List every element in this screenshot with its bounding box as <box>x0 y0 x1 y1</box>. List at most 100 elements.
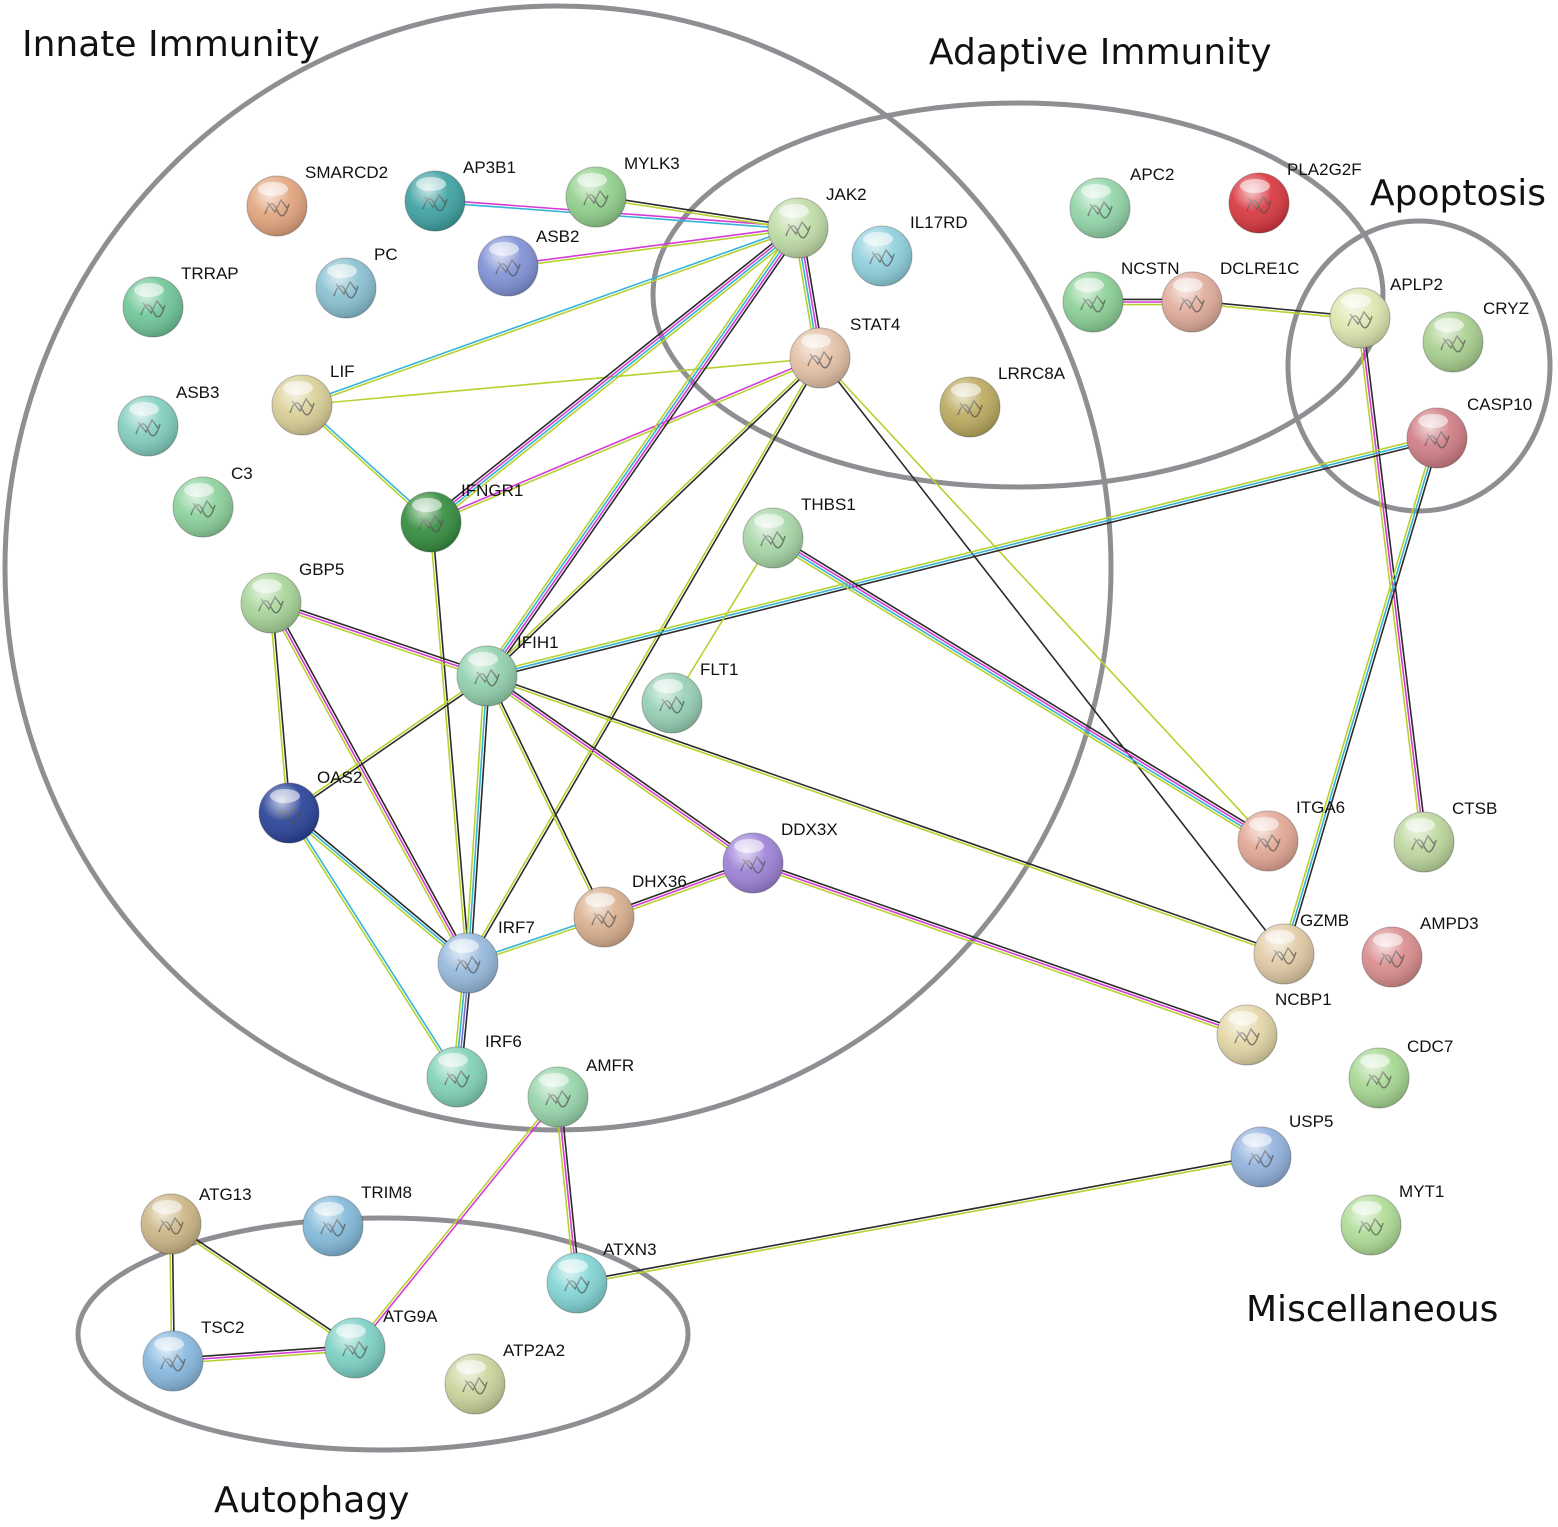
edge-strand <box>489 229 803 680</box>
cluster-label-adaptive: Adaptive Immunity <box>929 32 1272 73</box>
node-irf7[interactable]: IRF7 <box>437 918 535 994</box>
node-smarcd2[interactable]: SMARCD2 <box>246 163 388 237</box>
node-usp5[interactable]: USP5 <box>1230 1112 1333 1188</box>
sphere-highlight <box>1405 818 1435 832</box>
edge-MYLK3-JAK2 <box>595 194 799 231</box>
sphere-highlight <box>558 1259 588 1273</box>
node-ifngr1[interactable]: IFNGR1 <box>400 481 523 553</box>
sphere-highlight <box>412 498 442 512</box>
node-label: LRRC8A <box>998 364 1066 383</box>
edge-strand <box>487 674 606 918</box>
node-irf6[interactable]: IRF6 <box>426 1032 522 1108</box>
cluster-ring-adaptive <box>650 100 1386 490</box>
node-c3[interactable]: C3 <box>172 464 253 538</box>
edge-GBP5-OAS2 <box>268 602 292 814</box>
node-label: STAT4 <box>850 315 900 334</box>
node-trrap[interactable]: TRRAP <box>122 264 239 338</box>
sphere-highlight <box>336 1324 366 1338</box>
edge-IFIH1-DDX3X <box>484 673 756 866</box>
sphere-highlight <box>1074 278 1104 292</box>
node-gzmb[interactable]: GZMB <box>1253 911 1349 985</box>
node-atp2a2[interactable]: ATP2A2 <box>444 1341 565 1415</box>
node-jak2[interactable]: JAK2 <box>767 185 867 259</box>
edge-strand <box>487 227 800 678</box>
edge-IFIH1-DHX36 <box>485 674 606 919</box>
edge-strand <box>469 675 491 964</box>
node-amfr[interactable]: AMFR <box>527 1056 634 1128</box>
interaction-edges <box>168 194 1441 1365</box>
edge-strand <box>289 811 459 1078</box>
edge-IFNGR1-IRF7 <box>428 521 471 964</box>
sphere-highlight <box>314 1202 344 1216</box>
node-ifih1[interactable]: IFIH1 <box>456 633 559 707</box>
node-label: C3 <box>231 464 253 483</box>
edge-strand <box>770 540 1267 846</box>
node-lrrc8a[interactable]: LRRC8A <box>939 364 1066 438</box>
node-ampd3[interactable]: AMPD3 <box>1361 914 1479 988</box>
sphere-highlight <box>585 893 615 907</box>
node-atg9a[interactable]: ATG9A <box>324 1307 438 1379</box>
sphere-highlight <box>1352 1201 1382 1215</box>
edge-strand <box>466 356 820 964</box>
node-ctsb[interactable]: CTSB <box>1393 799 1497 873</box>
node-aplp2[interactable]: APLP2 <box>1329 275 1443 349</box>
node-asb2[interactable]: ASB2 <box>477 227 579 297</box>
node-ncbp1[interactable]: NCBP1 <box>1216 990 1332 1066</box>
node-mylk3[interactable]: MYLK3 <box>565 154 680 228</box>
edge-THBS1-FLT1 <box>671 537 774 704</box>
edge-strand <box>486 673 1286 954</box>
edge-strand <box>554 1096 576 1285</box>
node-cdc7[interactable]: CDC7 <box>1348 1037 1453 1109</box>
sphere-highlight <box>1373 933 1403 947</box>
node-cryz[interactable]: CRYZ <box>1422 299 1529 373</box>
edge-STAT4-IFIH1 <box>485 356 822 678</box>
node-label: USP5 <box>1289 1112 1333 1131</box>
node-flt1[interactable]: FLT1 <box>641 660 738 734</box>
edge-LIF-STAT4 <box>301 357 821 406</box>
node-atg13[interactable]: ATG13 <box>140 1185 252 1255</box>
node-lif[interactable]: LIF <box>271 362 355 436</box>
edge-strand <box>1356 317 1423 844</box>
node-label: APLP2 <box>1390 275 1443 294</box>
node-atxn3[interactable]: ATXN3 <box>546 1240 657 1314</box>
node-gbp5[interactable]: GBP5 <box>240 560 344 634</box>
edge-strand <box>485 226 798 677</box>
edge-strand <box>485 675 604 919</box>
node-myt1[interactable]: MYT1 <box>1340 1182 1444 1256</box>
sphere-highlight <box>438 1053 468 1067</box>
edge-STAT4-ITGA6 <box>819 357 1269 842</box>
node-label: MYT1 <box>1399 1182 1444 1201</box>
node-ap3b1[interactable]: AP3B1 <box>404 158 516 232</box>
node-label: APC2 <box>1130 165 1174 184</box>
edge-strand <box>507 228 799 269</box>
node-ddx3x[interactable]: DDX3X <box>722 820 838 894</box>
edge-strand <box>267 603 467 966</box>
node-asb3[interactable]: ASB3 <box>117 383 219 457</box>
node-il17rd[interactable]: IL17RD <box>851 213 968 287</box>
node-thbs1[interactable]: THBS1 <box>742 495 856 569</box>
node-stat4[interactable]: STAT4 <box>789 315 900 389</box>
node-dclre1c[interactable]: DCLRE1C <box>1161 259 1299 333</box>
edge-IFIH1-GZMB <box>485 673 1286 957</box>
sphere-highlight <box>1249 817 1279 831</box>
edge-AMFR-ATXN3 <box>554 1095 581 1285</box>
sphere-highlight <box>539 1073 569 1087</box>
node-ncstn[interactable]: NCSTN <box>1062 259 1180 333</box>
node-pc[interactable]: PC <box>315 245 398 319</box>
node-itga6[interactable]: ITGA6 <box>1237 798 1345 872</box>
edge-strand <box>431 521 471 964</box>
node-label: SMARCD2 <box>305 163 388 182</box>
edge-IFIH1-IRF7 <box>464 675 491 964</box>
node-apc2[interactable]: APC2 <box>1069 165 1174 239</box>
node-pla2g2f[interactable]: PLA2G2F <box>1228 160 1362 234</box>
node-tsc2[interactable]: TSC2 <box>142 1318 244 1392</box>
node-label: PC <box>374 245 398 264</box>
edge-strand <box>487 673 756 862</box>
sphere-highlight <box>416 177 446 191</box>
node-label: TSC2 <box>201 1318 244 1337</box>
node-oas2[interactable]: OAS2 <box>258 768 362 844</box>
node-casp10[interactable]: CASP10 <box>1406 395 1532 469</box>
node-label: GZMB <box>1300 911 1349 930</box>
node-trim8[interactable]: TRIM8 <box>302 1183 412 1257</box>
node-dhx36[interactable]: DHX36 <box>573 872 687 948</box>
